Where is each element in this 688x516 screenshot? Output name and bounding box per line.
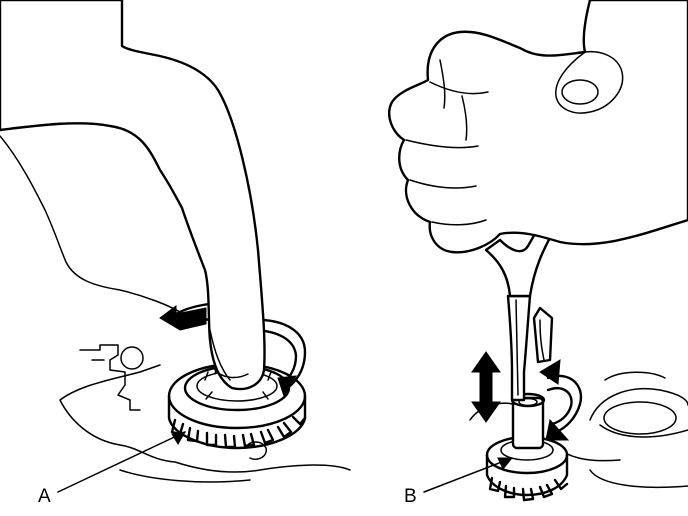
rotation-arrow-b: [539, 359, 583, 441]
gear-b: [485, 392, 569, 502]
thumbnail: [561, 79, 599, 105]
left-housing-outline: [59, 364, 351, 483]
left-housing-channel: [79, 344, 141, 411]
callout-a-leader: [57, 431, 186, 493]
up-down-arrow: [471, 351, 501, 423]
right-housing-hole: [603, 401, 677, 435]
left-housing-boss: [244, 441, 267, 460]
right-panel-illustration: [388, 0, 688, 502]
callout-label-b: B: [404, 486, 417, 507]
left-housing-hole: [120, 346, 144, 370]
finger-crease: [0, 135, 181, 313]
left-panel-illustration: [0, 0, 351, 493]
callout-label-a: A: [38, 486, 51, 507]
hand-gripping: [388, 0, 688, 254]
thumb: [555, 50, 624, 114]
callout-b-leader: [423, 457, 513, 493]
knuckle-lines: [405, 81, 489, 226]
hand-finger: [0, 0, 266, 391]
